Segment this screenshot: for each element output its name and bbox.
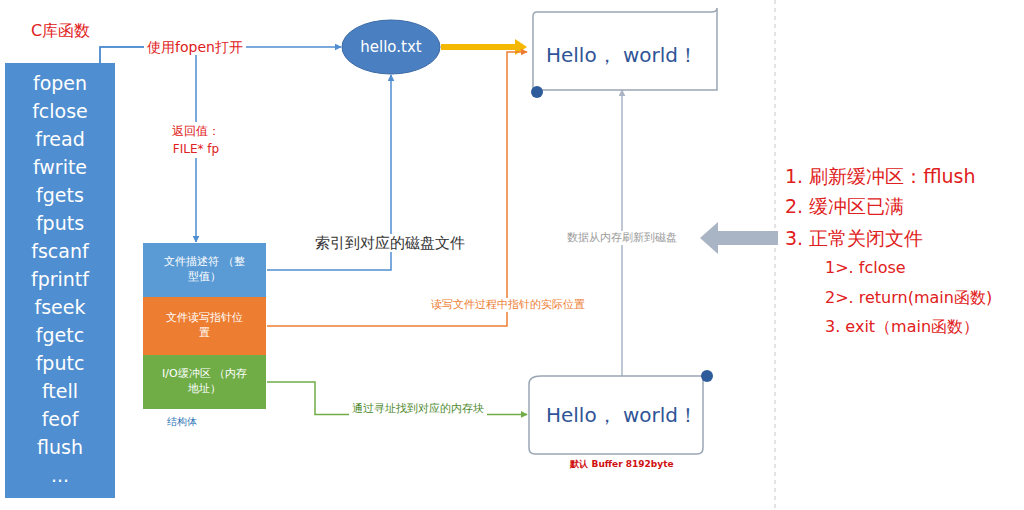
edge-label: 返回值： FILE* fp [162, 122, 230, 158]
function-name: ftell [5, 377, 115, 405]
connector [441, 44, 517, 50]
list-heading: C库函数 [31, 21, 90, 42]
function-name: fread [5, 125, 115, 153]
function-list: C库函数fopenfclosefreadfwritefgetsfputsfsca… [5, 63, 115, 498]
file-name: hello.txt [360, 38, 421, 56]
buffer-note: 默认 Buffer 8192byte [527, 458, 717, 471]
field-text: 文件描述符 （整型值） [162, 255, 248, 285]
note-label: 数据从内存刷新到磁盘 [564, 231, 680, 244]
file-ellipse: hello.txt [341, 19, 441, 75]
field-text: 文件读写指针位置 [162, 311, 248, 341]
function-name: fopen [5, 69, 115, 97]
edge-label: 读写文件过程中指针的实际位置 [428, 298, 588, 311]
struct-field: 文件描述符 （整型值） [143, 243, 266, 297]
struct-field: 文件读写指针位置 [143, 297, 266, 355]
field-text: I/O缓冲区 （内存地址） [162, 367, 248, 397]
scroll-text: Hello， world！ [527, 402, 717, 429]
function-name: fseek [5, 293, 115, 321]
scroll-text: Hello， world！ [527, 42, 717, 69]
function-name: fgets [5, 181, 115, 209]
function-name: fscanf [5, 237, 115, 265]
function-name: ... [5, 461, 115, 489]
function-name: fputs [5, 209, 115, 237]
note-label: 1>. fclose [822, 258, 909, 277]
edge-label: 索引到对应的磁盘文件 [312, 234, 468, 252]
function-name: fprintf [5, 265, 115, 293]
scroll-curl [531, 86, 543, 98]
struct-group: 结构体文件描述符 （整型值）文件读写指针位置I/O缓冲区 （内存地址） [142, 242, 267, 410]
note-label: 1. 刷新缓冲区：fflush [782, 165, 979, 188]
separator-line [775, 0, 776, 510]
struct-caption: 结构体 [167, 415, 197, 429]
flush-arrow [700, 222, 778, 254]
scroll-box: Hello， world！ [527, 4, 717, 100]
edge-label: 通过寻址找到对应的内存块 [349, 402, 487, 415]
function-name: fwrite [5, 153, 115, 181]
connector [266, 52, 527, 326]
function-name: feof [5, 405, 115, 433]
note-label: 2>. return(main函数) [822, 288, 995, 307]
function-name: fgetc [5, 321, 115, 349]
struct-field: I/O缓冲区 （内存地址） [143, 355, 266, 409]
edge-label: 使用fopen打开 [144, 39, 246, 56]
ellipse-outline [342, 20, 440, 74]
scroll-curl [701, 370, 713, 382]
scroll-box: Hello， world！默认 Buffer 8192byte [527, 366, 717, 454]
function-name: fputc [5, 349, 115, 377]
note-label: 3. exit（main函数） [822, 317, 982, 336]
note-label: 3. 正常关闭文件 [782, 227, 926, 250]
note-label: 2. 缓冲区已满 [782, 195, 907, 218]
function-name: fclose [5, 97, 115, 125]
function-name: flush [5, 433, 115, 461]
